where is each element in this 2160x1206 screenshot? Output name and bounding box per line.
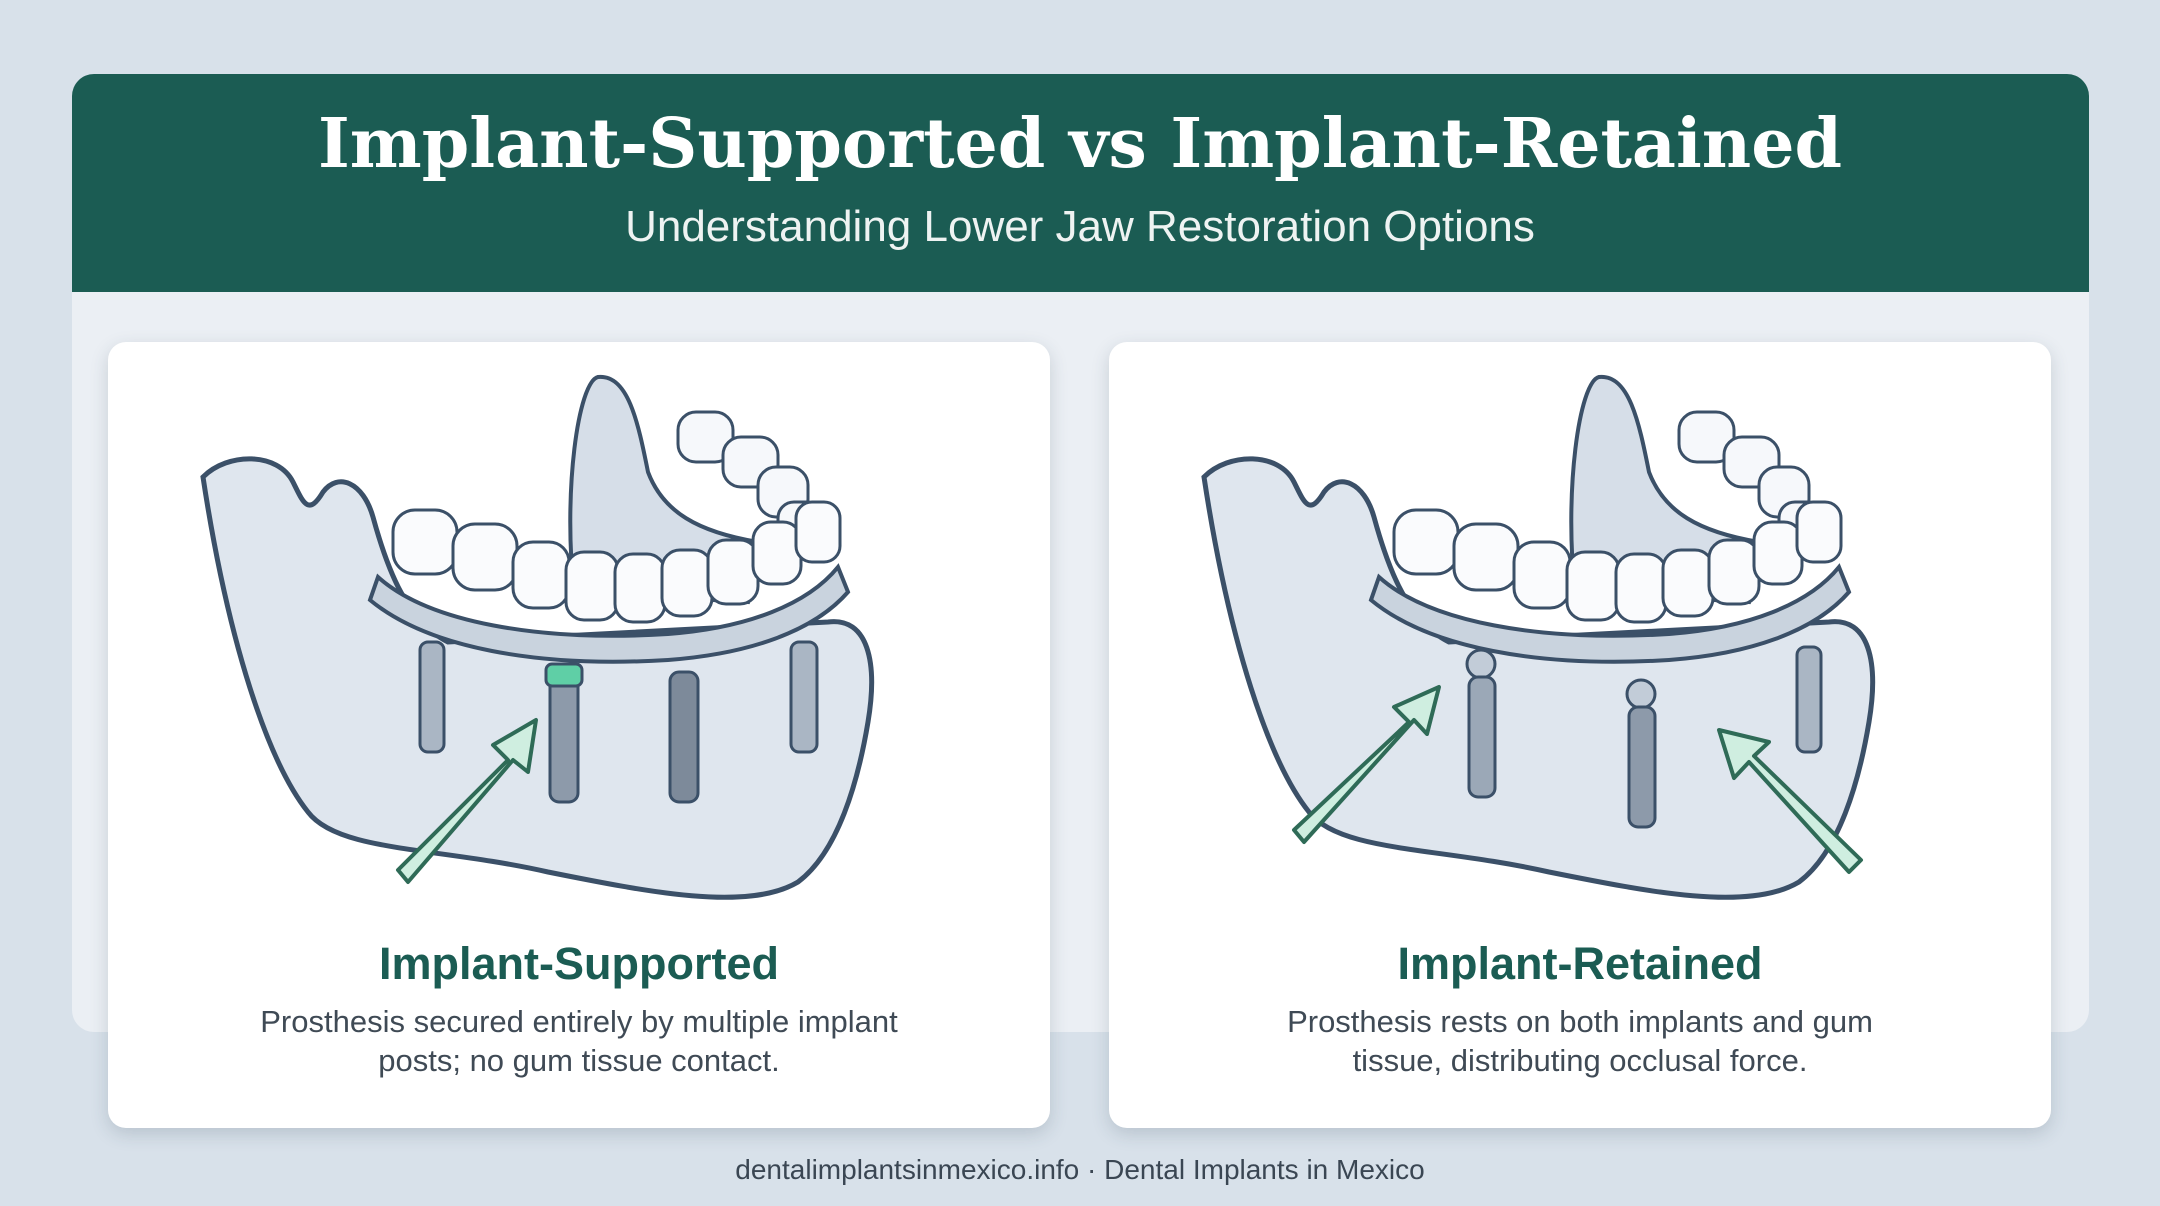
card-description-line: Prosthesis secured entirely by multiple … [260,1004,898,1039]
card-implant-supported: Implant-Supported Prosthesis secured ent… [108,342,1050,1128]
implant-posts [1465,645,1823,829]
pointer-arrow-left [1292,685,1441,844]
card-title-supported: Implant-Supported [379,938,779,989]
page-title: Implant-Supported vs Implant-Retained [317,104,1843,184]
jaw-bone [200,456,875,900]
header-banner [72,74,2089,292]
page-subtitle: Understanding Lower Jaw Restoration Opti… [625,202,1535,251]
implant-supported-jaw-illustration [200,374,875,900]
implant-posts [418,640,819,804]
back-teeth [1677,410,1826,554]
card-description-line: tissue, distributing occlusal force. [1352,1043,1808,1078]
pointer-arrow-right [1717,728,1863,874]
prosthesis-base [1368,563,1852,664]
implant-retained-jaw-illustration [1201,374,1876,900]
card-description-line: Prosthesis rests on both implants and gu… [1287,1004,1873,1039]
prosthesis-base [367,563,851,664]
card-title-retained: Implant-Retained [1397,938,1763,989]
prosthesis-teeth [391,500,842,624]
pointer-arrow [396,718,538,884]
card-description-supported: Prosthesis secured entirely by multiple … [198,1002,960,1080]
card-description-retained: Prosthesis rests on both implants and gu… [1199,1002,1961,1080]
prosthesis-teeth [1392,500,1843,624]
footer-credit: dentalimplantsinmexico.info · Dental Imp… [735,1154,1425,1185]
card-implant-retained: Implant-Retained Prosthesis rests on bot… [1109,342,2051,1128]
card-description-line: posts; no gum tissue contact. [378,1043,780,1078]
